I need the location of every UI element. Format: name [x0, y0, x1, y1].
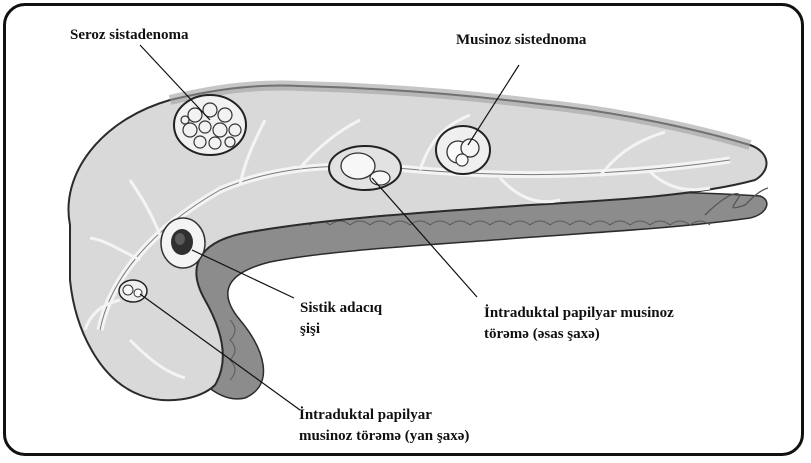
- label-ipmn-branch-duct-line1: İntraduktal papilyar: [299, 405, 469, 426]
- label-ipmn-branch-duct: İntraduktal papilyar musinoz törəmə (yan…: [299, 405, 469, 447]
- label-cystic-islet-tumor: Sistik adacıq şişi: [300, 298, 382, 340]
- label-ipmn-main-duct-line2: törəmə (əsas şaxə): [484, 324, 674, 345]
- ipmn-branch-duct-lesion: [119, 280, 147, 302]
- serous-cyst: [174, 95, 246, 155]
- cystic-islet-tumor: [161, 218, 205, 268]
- label-ipmn-branch-duct-line2: musinoz törəmə (yan şaxə): [299, 426, 469, 447]
- label-ipmn-main-duct: İntraduktal papilyar musinoz törəmə (əsa…: [484, 303, 674, 345]
- label-cystic-islet-tumor-line2: şişi: [300, 319, 382, 340]
- ipmn-main-duct-lesion: [329, 146, 401, 190]
- mucinous-cyst: [436, 126, 490, 174]
- label-ipmn-main-duct-line1: İntraduktal papilyar musinoz: [484, 303, 674, 324]
- label-serous-cystadenoma: Seroz sistadenoma: [70, 25, 188, 46]
- label-mucinous-cystadenoma: Musinoz sistednoma: [456, 30, 586, 51]
- label-cystic-islet-tumor-line1: Sistik adacıq: [300, 298, 382, 319]
